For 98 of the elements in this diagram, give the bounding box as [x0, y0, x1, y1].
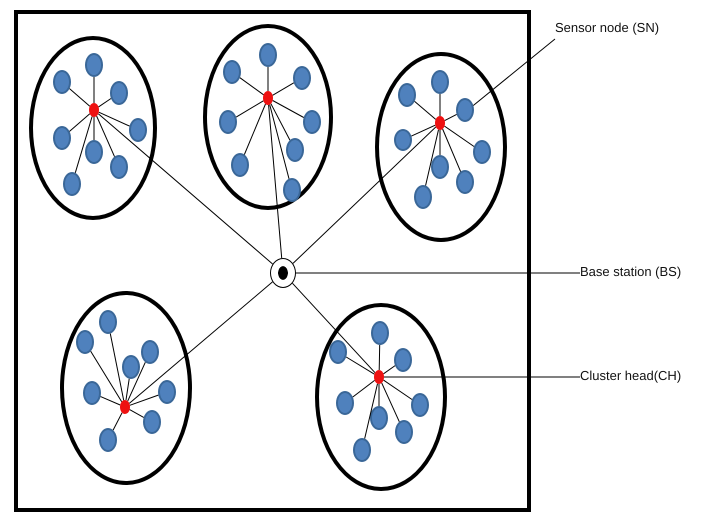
link-line: [98, 112, 130, 127]
link-line: [90, 350, 122, 402]
link-line: [100, 396, 121, 406]
link-line: [364, 383, 378, 439]
sensor-node: [394, 129, 412, 151]
link-line: [272, 82, 294, 96]
sensor-node: [473, 140, 491, 164]
cluster-head: [374, 370, 384, 384]
sensor-node: [398, 83, 416, 107]
sensor-node: [53, 70, 71, 94]
link-line: [292, 282, 376, 374]
link-line: [74, 116, 93, 174]
callout-label: Sensor node (SN): [555, 19, 673, 39]
sensor-node: [456, 98, 474, 122]
sensor-node: [303, 110, 321, 134]
sensor-node: [286, 138, 304, 162]
link-line: [112, 412, 123, 431]
sensor-node: [293, 66, 311, 90]
link-line: [444, 126, 474, 147]
link-line: [292, 126, 436, 264]
link-line: [98, 98, 112, 108]
sensor-node: [431, 155, 449, 179]
link-line: [378, 384, 380, 406]
link-line: [69, 113, 90, 132]
link-line: [96, 116, 115, 158]
link-line: [236, 100, 264, 118]
link-line: [269, 104, 290, 180]
link-line: [129, 409, 144, 418]
sensor-node: [431, 70, 449, 94]
sensor-node: [85, 53, 103, 77]
sensor-node: [219, 110, 237, 134]
leader-line: [296, 272, 580, 274]
sensor-node: [231, 153, 249, 177]
sensor-node: [99, 428, 117, 452]
link-line: [98, 113, 274, 264]
sensor-node: [223, 60, 241, 84]
sensor-node: [63, 172, 81, 196]
sensor-node: [53, 126, 71, 150]
link-line: [272, 100, 304, 118]
sensor-node: [129, 118, 147, 142]
link-line: [129, 394, 159, 406]
link-line: [346, 356, 375, 375]
sensor-node: [395, 420, 413, 444]
sensor-node: [110, 81, 128, 105]
sensor-node: [336, 391, 354, 415]
link-line: [352, 380, 376, 398]
link-line: [110, 333, 124, 401]
link-line: [378, 344, 380, 370]
base-station: [270, 258, 296, 288]
link-line: [410, 124, 436, 137]
sensor-node: [283, 178, 301, 202]
link-line: [270, 103, 290, 141]
cluster-head: [120, 400, 130, 414]
sensor-node: [110, 155, 128, 179]
link-line: [69, 88, 90, 107]
cluster-circle: [60, 291, 192, 485]
link-line: [381, 382, 400, 422]
sensor-node: [353, 438, 371, 462]
sensor-node: [394, 348, 412, 372]
sensor-node: [85, 140, 103, 164]
callout-label: Cluster head(CH): [580, 367, 690, 387]
link-line: [239, 77, 264, 96]
link-line: [383, 365, 396, 374]
sensor-node: [259, 43, 277, 67]
sensor-node: [99, 310, 117, 334]
link-line: [425, 129, 439, 186]
sensor-node: [158, 380, 176, 404]
link-line: [244, 104, 266, 155]
link-line: [127, 362, 146, 402]
cluster-circle: [375, 52, 507, 242]
sensor-node: [414, 185, 432, 209]
link-line: [383, 380, 412, 400]
cluster-head: [89, 103, 99, 117]
callout-label: Base station (BS): [580, 263, 692, 283]
link-line: [414, 100, 436, 120]
cluster-circle: [29, 36, 157, 220]
sensor-node: [411, 393, 429, 417]
link-line: [128, 281, 273, 404]
link-line: [126, 378, 130, 401]
sensor-node: [370, 406, 388, 430]
sensor-node: [83, 381, 101, 405]
sensor-node: [141, 340, 159, 364]
sensor-node: [76, 330, 94, 354]
sensor-node: [122, 355, 140, 379]
leader-line: [384, 376, 580, 378]
sensor-node: [329, 340, 347, 364]
link-line: [444, 114, 458, 122]
cluster-circle: [203, 24, 333, 210]
cluster-head: [263, 91, 273, 105]
cluster-circle: [315, 303, 447, 491]
cluster-head: [435, 116, 445, 130]
network-area-frame: [14, 10, 531, 512]
link-line: [268, 104, 282, 259]
sensor-node: [371, 321, 389, 345]
sensor-node: [143, 410, 161, 434]
link-line: [442, 128, 462, 172]
sensor-node: [456, 170, 474, 194]
leader-line: [472, 38, 556, 106]
